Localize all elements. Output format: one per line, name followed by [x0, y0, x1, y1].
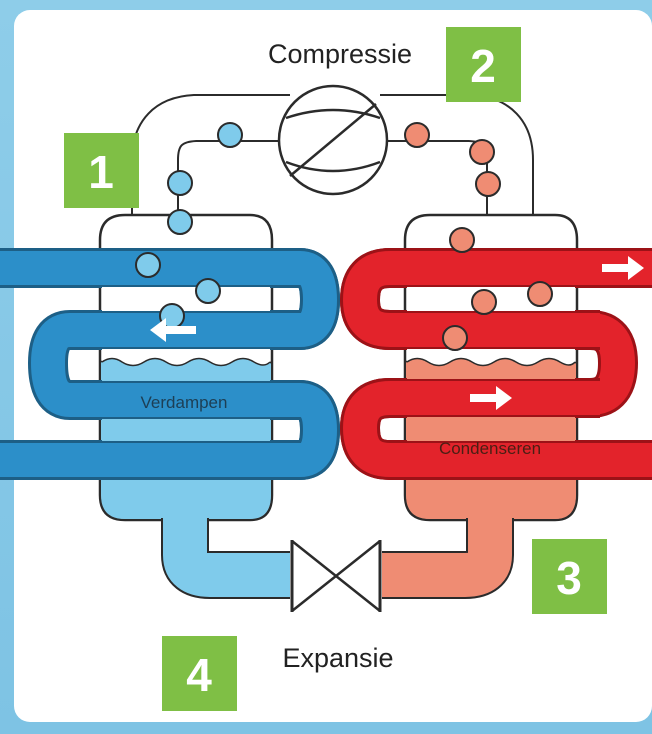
refrigerant-loop — [131, 94, 534, 228]
step-badge-2: 2 — [446, 27, 521, 102]
evaporate-label: Verdampen — [141, 393, 228, 412]
expansion-valve-icon — [290, 540, 382, 614]
step-badge-4: 4 — [162, 636, 237, 711]
step-number-4: 4 — [186, 649, 212, 701]
evaporator-window-3 — [102, 419, 270, 441]
hot-pipe-front — [340, 248, 600, 480]
arrow-right-icon — [602, 256, 644, 280]
condense-label: Condenseren — [439, 439, 541, 458]
compression-label: Compressie — [268, 39, 412, 69]
condenser-window-3 — [407, 417, 575, 441]
compressor-icon — [277, 84, 389, 196]
expansion-label: Expansie — [282, 643, 393, 673]
cold-pipe-front — [70, 248, 340, 480]
step-badge-1: 1 — [64, 133, 139, 208]
step-badge-3: 3 — [532, 539, 607, 614]
step-number-2: 2 — [470, 40, 496, 92]
evaporator-window-1 — [102, 287, 270, 311]
hot-refrigerant-bubbles — [404, 122, 553, 351]
arrow-left-icon — [150, 318, 196, 342]
cold-refrigerant-bubbles — [135, 122, 243, 329]
step-number-1: 1 — [88, 146, 114, 198]
arrow-right-icon — [470, 386, 512, 410]
liquid-line — [161, 516, 514, 599]
step-number-3: 3 — [556, 552, 582, 604]
